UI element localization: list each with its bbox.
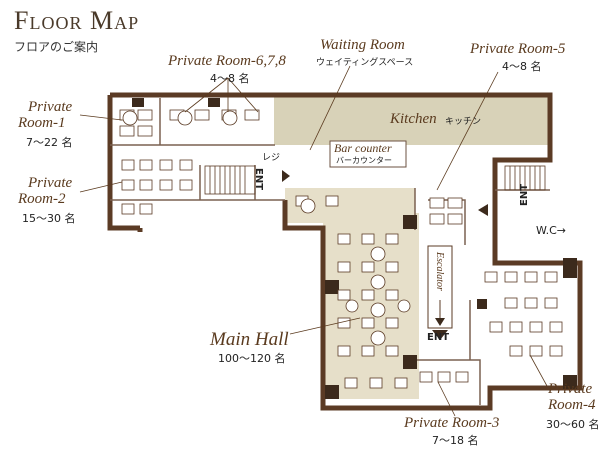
entrance-arrow-right-icon: [478, 204, 488, 216]
bar-counter-area: [329, 140, 407, 168]
page-subtitle: フロアのご案内: [14, 40, 99, 54]
escalator-arrow-icon: [435, 318, 445, 326]
private-room-2-capacity: 15〜30 名: [22, 212, 76, 225]
entrance-arrow-bottom-icon: [432, 330, 448, 340]
entrance-right-label: ENT: [519, 183, 530, 206]
kitchen-label: Kitchen: [390, 111, 437, 127]
private-room-4-label-line1: Private: [548, 381, 593, 397]
kitchen-jp-label: キッチン: [445, 117, 482, 127]
private-room-2-label-line2: Room-2: [18, 191, 66, 207]
register-label: レジ: [262, 153, 281, 163]
main-hall-label: Main Hall: [210, 329, 289, 350]
waiting-room-label: Waiting Room: [320, 37, 405, 53]
page-title: Floor Map: [14, 6, 140, 35]
private-room-1-label-line2: Room-1: [18, 115, 66, 131]
waiting-room-sub: ウェイティングスペース: [316, 58, 414, 68]
private-room-1-label-line1: Private: [28, 99, 73, 115]
entrance-left-label: ENT: [253, 168, 264, 191]
bar-counter-jp-label: バーカウンター: [336, 156, 392, 165]
private-room-678-label: Private Room-6,7,8: [168, 53, 286, 69]
private-room-4-capacity: 30〜60 名: [546, 418, 600, 431]
kitchen-area: [274, 97, 550, 145]
wc-label: W.C→: [536, 224, 567, 237]
private-room-2-label-line1: Private: [28, 175, 73, 191]
private-room-678-capacity: 4〜8 名: [210, 72, 250, 85]
escalator-label: Escalator: [434, 252, 445, 291]
private-room-1-capacity: 7〜22 名: [26, 136, 73, 149]
entrance-bottom-label: ENT: [427, 332, 450, 343]
private-room-4-label-line2: Room-4: [548, 397, 596, 413]
main-hall-capacity: 100〜120 名: [218, 352, 286, 365]
private-room-3-label: Private Room-3: [404, 415, 500, 431]
private-room-5-label: Private Room-5: [470, 41, 566, 57]
private-room-3-capacity: 7〜18 名: [432, 434, 479, 447]
bar-counter-label: Bar counter: [334, 141, 392, 155]
entrance-arrow-left-icon: [282, 170, 290, 182]
private-room-5-capacity: 4〜8 名: [502, 60, 542, 73]
